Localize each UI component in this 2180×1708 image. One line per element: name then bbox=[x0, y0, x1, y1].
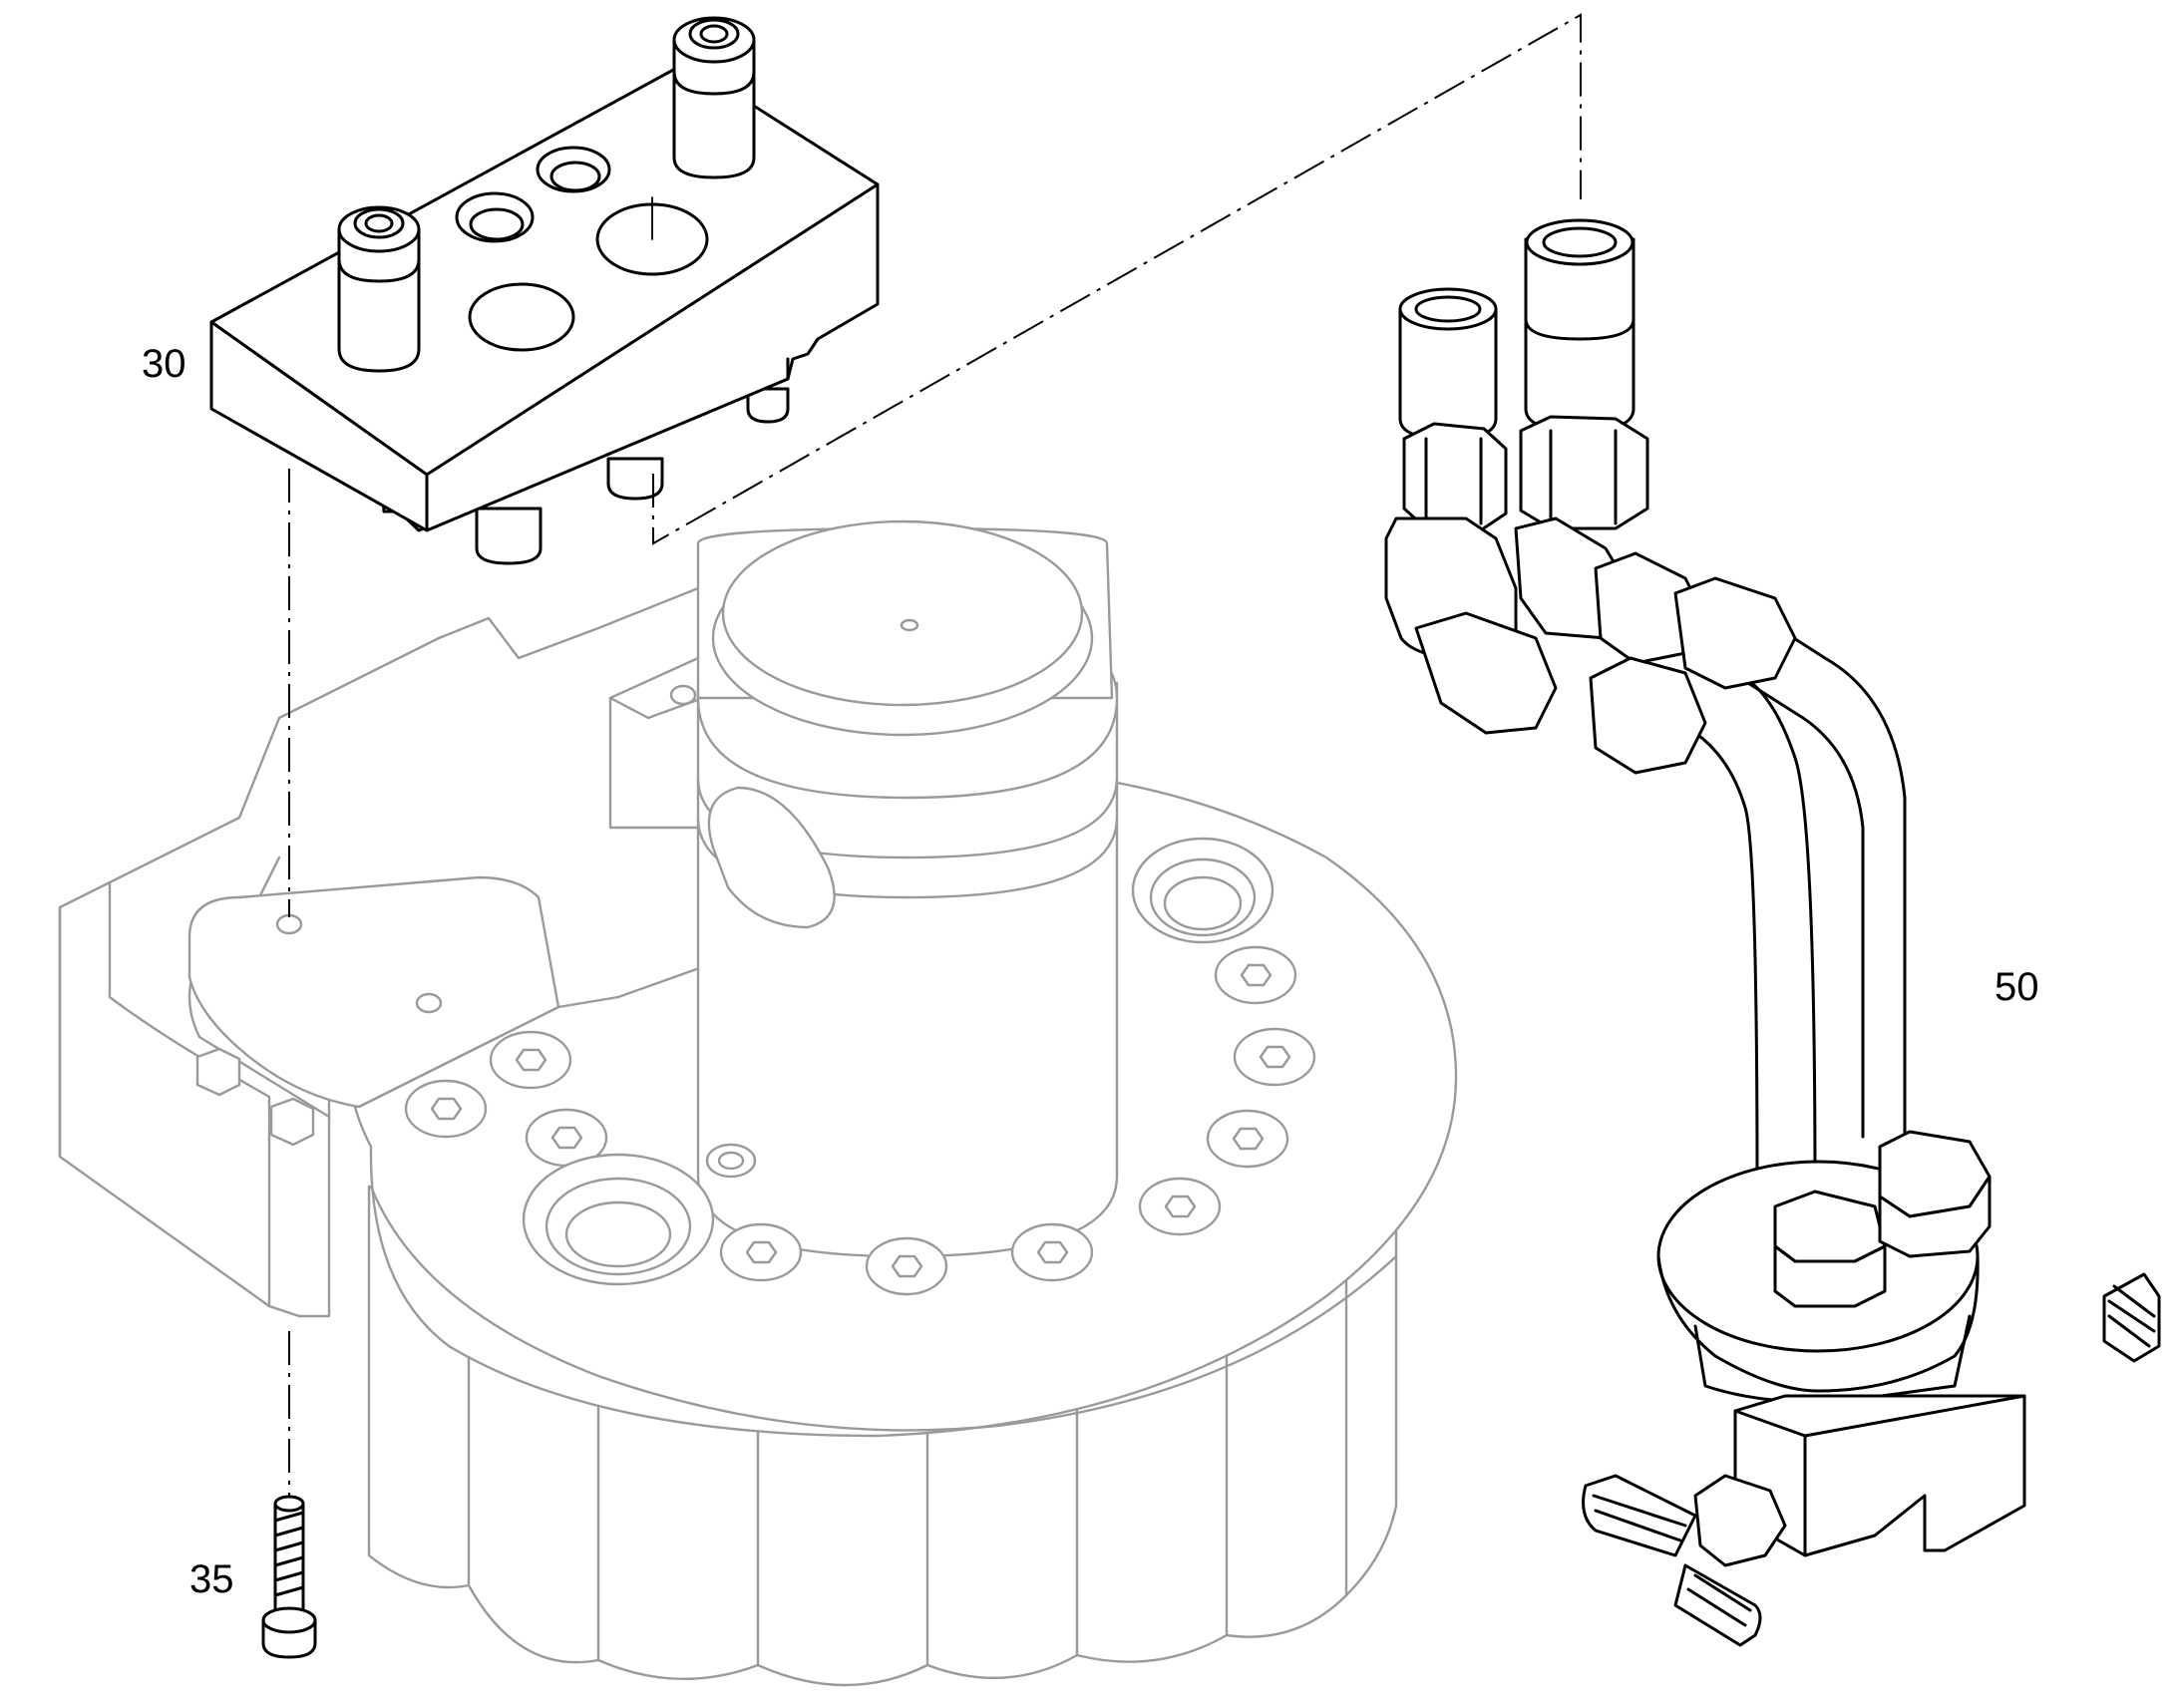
callout-30: 30 bbox=[142, 342, 186, 386]
manifold-block: 30 bbox=[142, 16, 880, 565]
base-housing bbox=[58, 519, 1458, 1687]
leader-50-to-block bbox=[652, 13, 1582, 545]
flange-bolt-heads bbox=[404, 945, 1316, 1296]
callout-35: 35 bbox=[189, 1557, 234, 1601]
callout-50: 50 bbox=[1995, 965, 2039, 1009]
cap-screw: 35 bbox=[189, 1495, 317, 1659]
tube-assembly: 50 bbox=[1384, 218, 2161, 1647]
